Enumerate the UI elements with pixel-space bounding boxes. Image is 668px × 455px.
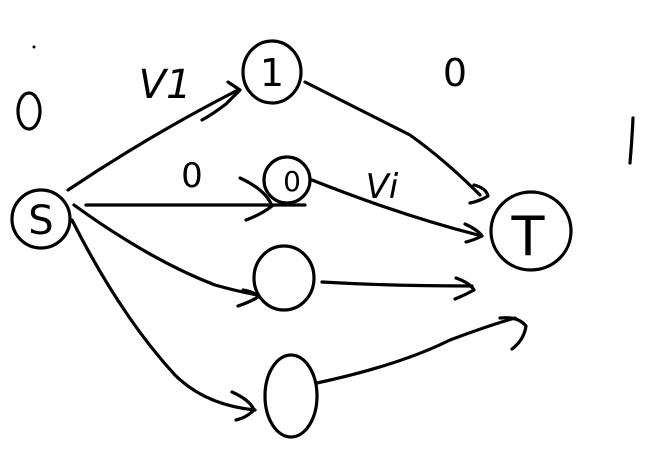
edge-1-to-t-arrowhead	[468, 183, 490, 205]
node-3	[252, 244, 316, 312]
node-s	[10, 188, 72, 250]
edge-s-to-0-arrowhead	[238, 176, 274, 222]
node-1	[241, 39, 303, 105]
edge-0-to-t-arrowhead	[463, 222, 484, 244]
node-0	[262, 155, 312, 205]
edge-n4-to-t-arrowhead	[498, 316, 528, 351]
edge-n3-to-t-arrowhead	[453, 276, 476, 301]
node-s-label: S	[28, 198, 53, 244]
edge-label-0-to-t: Vi	[366, 167, 399, 207]
node-0-label: 0	[283, 165, 301, 198]
edge-s-to-1	[66, 88, 240, 192]
edge-label-1-to-t: 0	[443, 51, 467, 95]
edge-s-to-n4-arrowhead	[230, 390, 256, 422]
margin-label-left: 0	[29, 116, 30, 118]
node-4	[263, 353, 319, 439]
edge-label-s-to-1: V1	[139, 62, 192, 108]
edge-s-to-n4	[70, 218, 257, 412]
edge-s-to-1-arrowhead	[200, 80, 242, 122]
edge-0-to-t	[310, 178, 480, 237]
margin-label-left-glyph	[16, 91, 42, 131]
node-1-label: 1	[260, 51, 284, 95]
edge-1-to-t	[303, 80, 482, 197]
node-t	[489, 190, 573, 272]
node-t-label: T	[511, 205, 546, 268]
margin-label-right-glyph	[628, 116, 635, 165]
stray-ink-dot	[32, 45, 36, 49]
edge-n4-to-t	[315, 316, 517, 385]
edge-label-s-to-0: 0	[181, 156, 203, 196]
edge-n3-to-t	[320, 280, 474, 288]
edge-s-to-n3	[72, 203, 260, 297]
